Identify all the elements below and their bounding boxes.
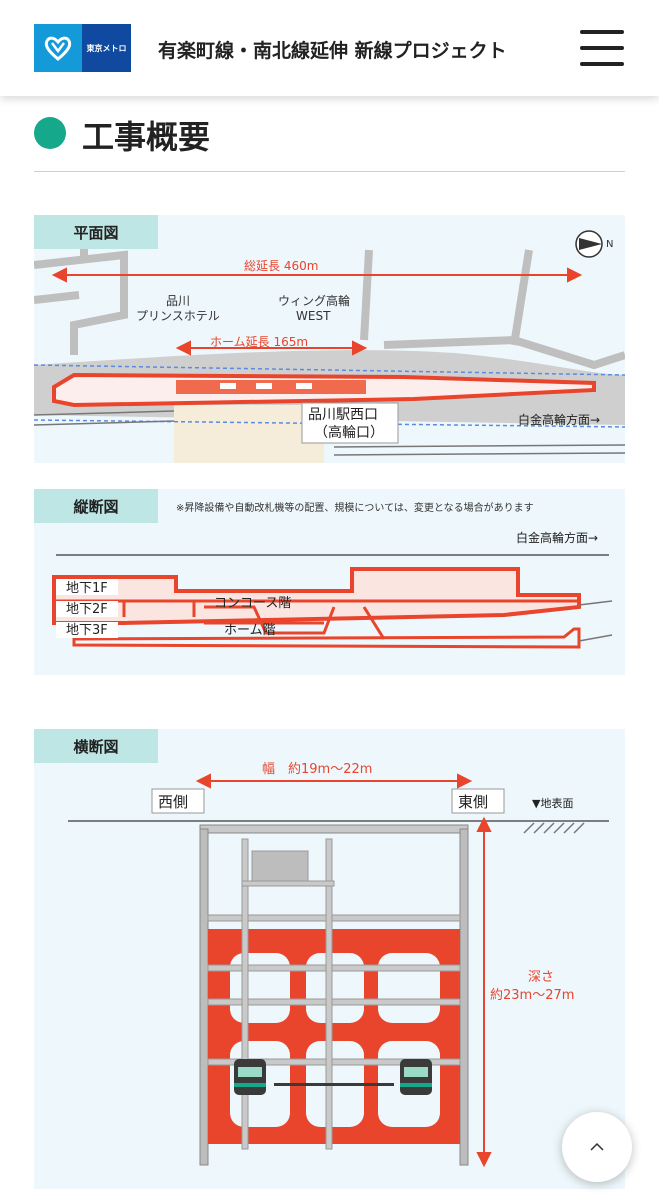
station-exit-label-2: （高輪口） — [314, 424, 384, 441]
wing-label-2: WEST — [296, 309, 331, 323]
profile-b2-label: 地下2F — [66, 602, 108, 617]
profile-b1-label: 地下1F — [66, 581, 108, 596]
menu-line-icon — [580, 62, 624, 66]
menu-line-icon — [580, 46, 624, 50]
plan-view-diagram: N 総延長 460m ホーム延長 165m 品川 プリンスホテル ウィング高輪 … — [34, 215, 625, 463]
total-length-label: 総延長 460m — [244, 259, 318, 273]
profile-note: ※昇降設備や自動改札機等の配置、規模については、変更となる場合があります — [176, 501, 534, 514]
tokyo-metro-logo[interactable]: 東京メトロ — [34, 24, 131, 72]
cross-section-diagram: 幅 約19m～22m 西側 東側 ▼地表面 深さ 約23m～27m 横断図 — [34, 729, 625, 1189]
menu-line-icon — [580, 30, 624, 34]
chevron-up-icon — [590, 1142, 604, 1151]
logo-text: 東京メトロ — [82, 24, 131, 72]
plan-view-label: 平面図 — [34, 215, 158, 249]
concourse-label: コンコース階 — [214, 596, 291, 611]
depth-label-1: 深さ — [528, 970, 554, 985]
platform-length-label: ホーム延長 165m — [210, 335, 308, 349]
site-header: 東京メトロ 有楽町線・南北線延伸 新線プロジェクト — [0, 0, 659, 96]
plan-direction-label: 白金高輪方面→ — [518, 412, 600, 427]
hotel-label-1: 品川 — [166, 294, 190, 308]
cross-section-label: 横断図 — [34, 729, 158, 763]
wing-label-1: ウィング高輪 — [278, 293, 350, 308]
depth-label-2: 約23m～27m — [490, 988, 574, 1003]
section-title: 工事概要 — [82, 118, 211, 156]
platform-floor-label: ホーム階 — [224, 623, 276, 638]
profile-b3-label: 地下3F — [66, 623, 108, 638]
north-arrow-icon — [575, 230, 603, 258]
train-icon — [400, 1059, 432, 1095]
heading-dot-icon — [34, 117, 66, 149]
profile-view-diagram: 地下1F 地下2F 地下3F コンコース階 ホーム階 白金高輪方面→ ※昇降設備… — [34, 489, 625, 675]
profile-direction-label: 白金高輪方面→ — [516, 530, 598, 545]
ground-surface-label: ▼地表面 — [532, 796, 573, 810]
train-icon — [234, 1059, 266, 1095]
hamburger-menu-button[interactable] — [578, 28, 626, 68]
site-title[interactable]: 有楽町線・南北線延伸 新線プロジェクト — [158, 40, 507, 62]
back-to-top-button[interactable] — [562, 1112, 632, 1182]
section-heading: 工事概要 — [34, 110, 625, 172]
hotel-label-2: プリンスホテル — [136, 309, 220, 323]
west-side-label: 西側 — [158, 793, 188, 811]
cross-width-label: 幅 約19m～22m — [262, 762, 372, 777]
east-side-label: 東側 — [458, 793, 488, 811]
profile-view-label: 縦断図 — [34, 489, 158, 523]
station-exit-label-1: 品川駅西口 — [308, 407, 378, 423]
north-label: N — [606, 239, 613, 250]
metro-heart-icon — [34, 24, 82, 72]
